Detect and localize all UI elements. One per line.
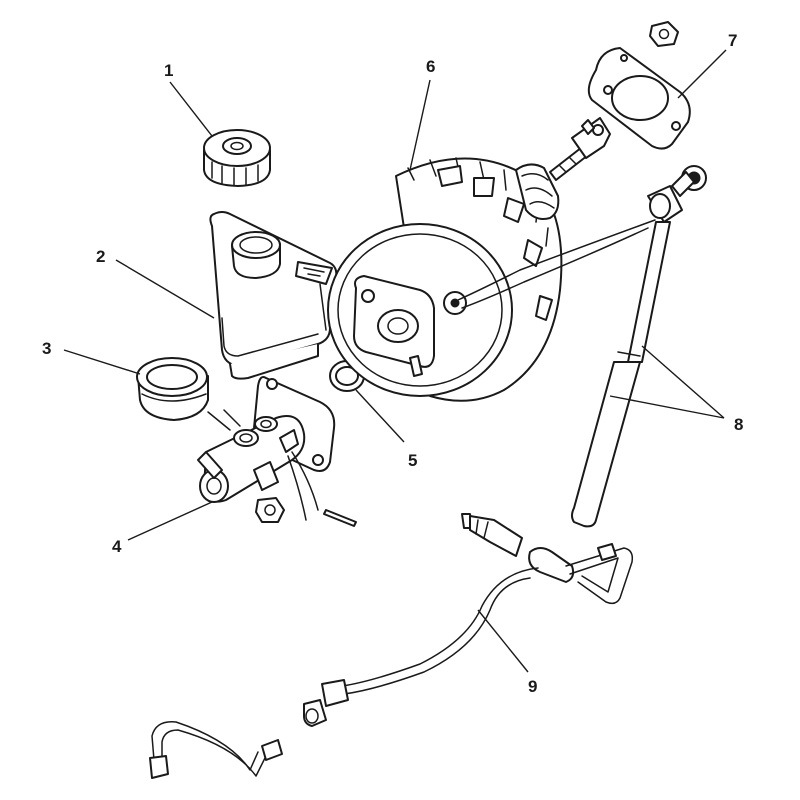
reservoir-cap — [203, 129, 271, 187]
brake-pipes — [149, 513, 634, 779]
callout-1: 1 — [164, 61, 173, 80]
servo-gasket — [587, 47, 691, 150]
hex-nut-upper — [649, 21, 679, 47]
brake-servo — [327, 117, 611, 402]
callout-4: 4 — [112, 537, 122, 556]
hex-nut-lower — [255, 497, 285, 523]
callout-3: 3 — [42, 339, 51, 358]
callout-5: 5 — [408, 451, 417, 470]
callout-6: 6 — [426, 57, 435, 76]
master-cylinder — [197, 376, 357, 527]
grommet-seal — [136, 357, 209, 421]
leader-lines — [63, 49, 727, 673]
callout-2: 2 — [96, 247, 105, 266]
callout-8: 8 — [734, 415, 743, 434]
callout-9: 9 — [528, 677, 537, 696]
callout-7: 7 — [728, 31, 737, 50]
reservoir — [209, 211, 338, 380]
vacuum-hose — [457, 165, 707, 528]
